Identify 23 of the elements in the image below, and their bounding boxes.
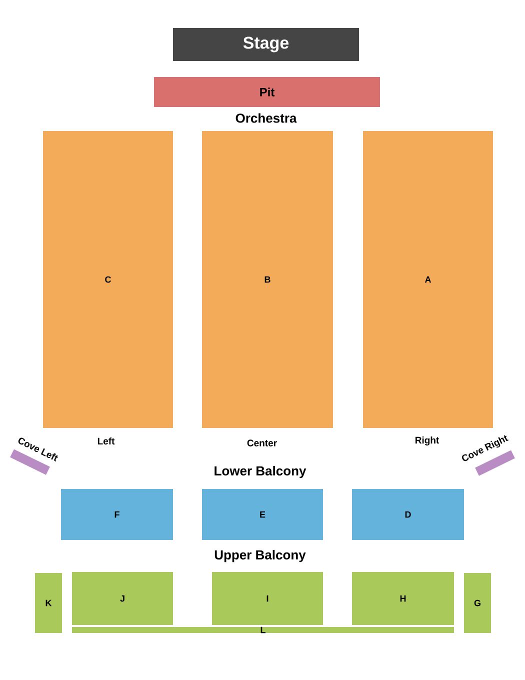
section-label: Left xyxy=(98,438,115,444)
area-label: Lower Balcony xyxy=(214,466,306,478)
seating-section: G xyxy=(464,573,491,633)
seating-section: B xyxy=(202,131,333,428)
seating-section: K xyxy=(35,573,62,633)
area-label: Upper Balcony xyxy=(214,550,306,562)
area-label: Orchestra xyxy=(236,113,297,123)
node-text: Cove Left xyxy=(18,438,58,462)
seating-section: I xyxy=(212,572,323,625)
section-label: Center xyxy=(247,440,277,446)
node-text: Cove Right xyxy=(462,435,508,462)
seating-section: D xyxy=(352,489,464,540)
seating-section: A xyxy=(363,131,493,428)
cove-section: Cove Left xyxy=(10,438,58,475)
seating-section: H xyxy=(352,572,454,625)
pit-section: Pit xyxy=(154,77,380,107)
seating-section: J xyxy=(72,572,173,625)
seating-section: F xyxy=(61,489,173,540)
seating-section: C xyxy=(43,131,173,428)
cove-section: Cove Right xyxy=(462,435,515,476)
seating-section: E xyxy=(202,489,323,540)
seating-section: L xyxy=(72,626,454,634)
stage-block: Stage xyxy=(173,28,359,61)
